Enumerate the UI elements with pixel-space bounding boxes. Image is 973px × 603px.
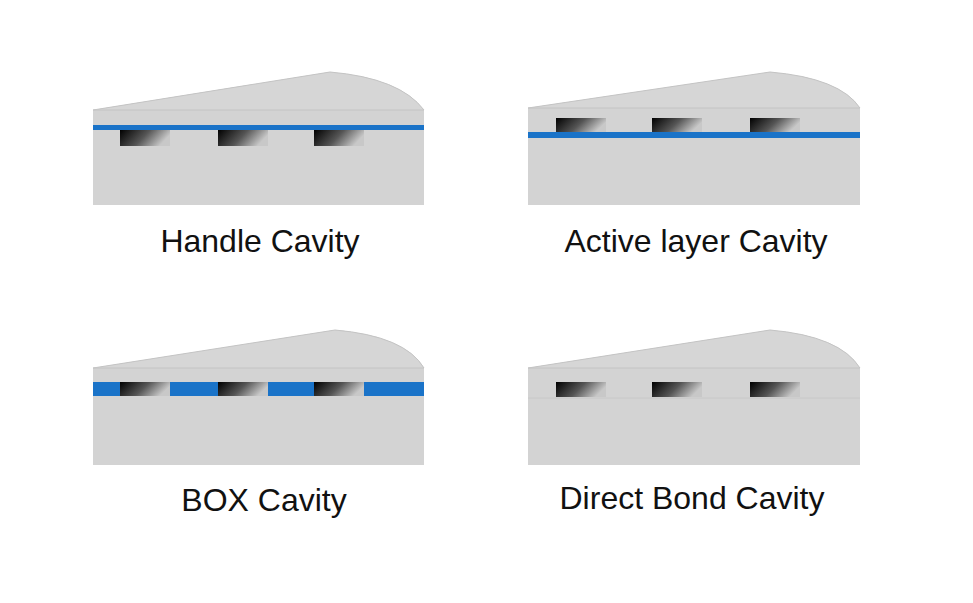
direct-bond-cavity-wafer xyxy=(528,330,860,465)
panel-caption: Active layer Cavity xyxy=(564,222,827,260)
panel-caption: Direct Bond Cavity xyxy=(560,479,825,517)
handle-cavity-wafer xyxy=(93,72,424,205)
panel-caption: BOX Cavity xyxy=(181,481,346,519)
active-layer-cavity-wafer xyxy=(528,72,860,205)
panel-caption: Handle Cavity xyxy=(160,222,359,260)
box-cavity-wafer xyxy=(93,330,424,465)
